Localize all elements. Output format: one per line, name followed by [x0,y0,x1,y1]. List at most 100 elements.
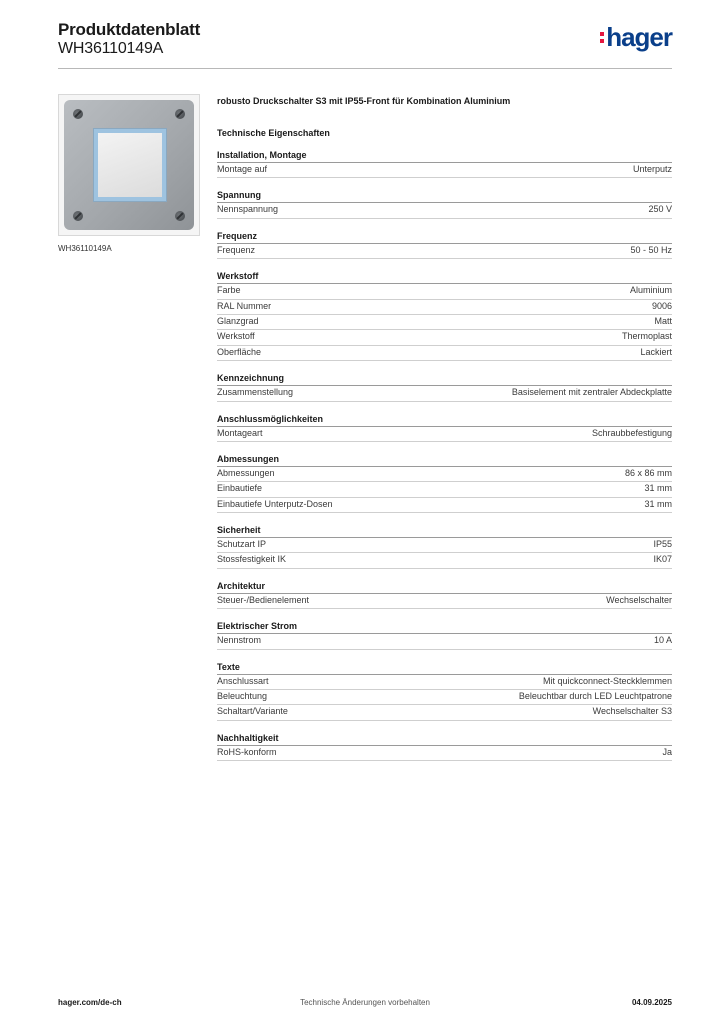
spec-row: Beleuchtung Beleuchtbar durch LED Leuchtp… [217,690,672,706]
logo-dots-icon [600,31,605,43]
spec-label: Anschlussart [217,675,269,686]
spec-label: Schaltart/Variante [217,706,288,717]
spec-value: 50 - 50 Hz [630,244,672,255]
spec-label: Nennstrom [217,635,262,646]
spec-label: Montageart [217,427,263,438]
footer-website: hager.com/de-ch [58,998,122,1007]
hager-logo: hager [600,22,673,52]
spec-value: Aluminium [629,285,672,296]
spec-value: 86 x 86 mm [624,467,672,478]
spec-row: Werkstoff Thermoplast [217,330,672,346]
logo-text: hager [606,22,673,52]
section-title: Werkstoff [217,271,672,285]
section-title: Elektrischer Strom [217,621,672,635]
spec-value: Unterputz [632,164,672,174]
spec-value: Wechselschalter [606,594,672,605]
spec-value: 250 V [648,204,672,215]
spec-value: Matt [654,315,672,326]
screw-icon [175,109,185,119]
rocker-frame [93,128,167,202]
switch-plate [64,100,194,230]
spec-label: Werkstoff [217,331,255,342]
spec-value: Beleuchtbar durch LED Leuchtpatrone [518,691,672,702]
spec-label: Nennspannung [217,204,279,215]
spec-label: Zusammenstellung [217,387,294,398]
spec-value: Thermoplast [621,331,672,342]
header-divider [58,68,672,69]
spec-value: 31 mm [644,498,672,509]
rocker-button [98,133,162,197]
section-title: Spannung [217,190,672,204]
spec-row: Zusammenstellung Basiselement mit zentral… [217,386,672,402]
spec-label: Oberfläche [217,346,262,357]
spec-row: Frequenz 50 - 50 Hz [217,244,672,260]
technical-properties-heading: Technische Eigenschaften [217,128,330,138]
spec-label: RAL Nummer [217,300,272,311]
spec-label: Beleuchtung [217,691,268,702]
spec-label: Stossfestigkeit IK [217,554,287,565]
spec-value: IP55 [653,539,672,550]
page-header: Produktdatenblatt WH36110149A hager [58,20,673,68]
footer-date: 04.09.2025 [631,998,672,1007]
spec-value: 31 mm [644,483,672,494]
section-title: Anschlussmöglichkeiten [217,414,672,427]
section-title: Texte [217,662,672,675]
spec-label: RoHS-konform [217,746,277,757]
spec-label: Einbautiefe [217,483,263,494]
spec-row: Montageart Schraubbefestigung [217,427,672,442]
spec-row: RoHS-konform Ja [217,746,672,762]
section-title: Kennzeichnung [217,373,672,387]
spec-label: Glanzgrad [217,315,259,326]
product-image [58,94,200,236]
spec-row: Oberfläche Lackiert [217,346,672,362]
spec-label: Abmessungen [217,467,275,478]
section-title: Architektur [217,581,672,594]
document-title: Produktdatenblatt [58,20,201,39]
section-title: Sicherheit [217,525,672,539]
footer-notice: Technische Änderungen vorbehalten [300,998,430,1007]
spec-row: Einbautiefe 31 mm [217,482,672,498]
spec-value: Ja [662,746,672,757]
image-caption: WH36110149A [58,244,112,253]
spec-row: Glanzgrad Matt [217,315,672,331]
spec-value: IK07 [653,554,672,565]
product-description: robusto Druckschalter S3 mit IP55-Front … [217,96,511,106]
article-number: WH36110149A [58,40,164,57]
spec-value: Lackiert [640,346,672,357]
section-title: Installation, Montage [217,150,672,163]
spec-value: 9006 [651,300,672,311]
spec-row: Stossfestigkeit IK IK07 [217,553,672,569]
spec-content: robusto Druckschalter S3 mit IP55-Front … [217,94,672,762]
spec-value: Mit quickconnect-Steckklemmen [542,675,672,686]
spec-label: Frequenz [217,244,256,255]
screw-icon [175,211,185,221]
spec-row: Anschlussart Mit quickconnect-Steckklemme… [217,675,672,691]
spec-label: Farbe [217,285,241,296]
spec-row: RAL Nummer 9006 [217,300,672,315]
screw-icon [73,109,83,119]
section-title: Nachhaltigkeit [217,733,672,746]
spec-row: Farbe Aluminium [217,284,672,300]
spec-row: Schutzart IP IP55 [217,538,672,554]
spec-value: Basiselement mit zentraler Abdeckplatte [511,387,672,398]
section-title: Abmessungen [217,454,672,467]
spec-row: Nennspannung 250 V [217,203,672,219]
spec-value: Schraubbefestigung [591,427,672,438]
spec-label: Schutzart IP [217,539,267,550]
spec-row: Abmessungen 86 x 86 mm [217,467,672,483]
